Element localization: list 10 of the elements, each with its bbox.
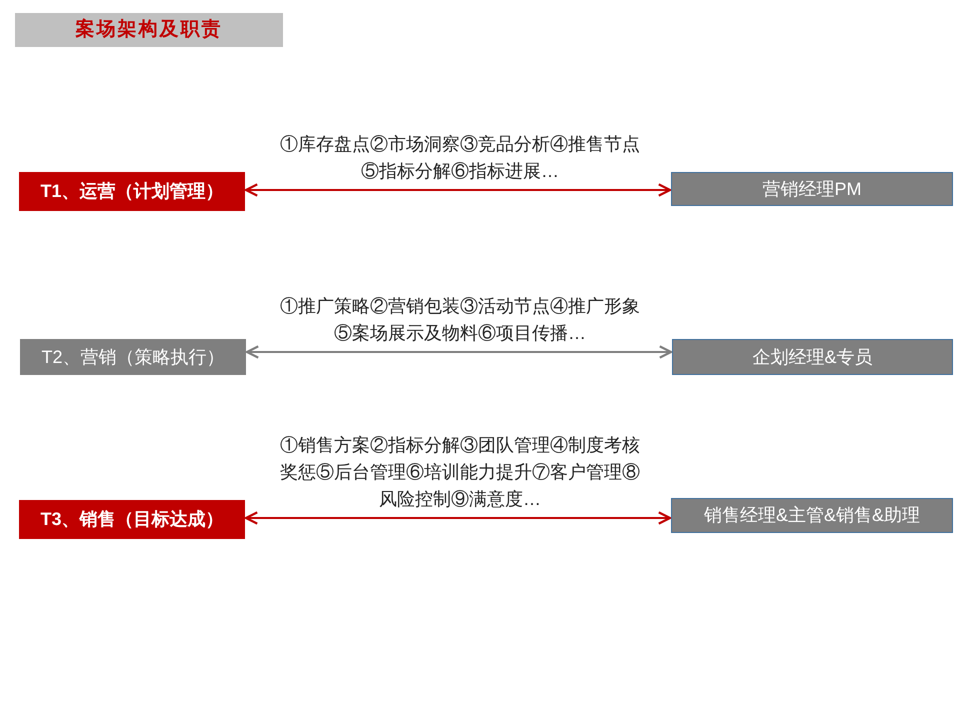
role-box: 企划经理&专员 <box>672 339 953 375</box>
role-box: 销售经理&主管&销售&助理 <box>671 498 953 533</box>
role-box: T3、销售（目标达成） <box>19 500 245 539</box>
double-arrow <box>244 183 672 197</box>
double-arrow <box>246 345 672 359</box>
double-arrow <box>244 511 672 525</box>
role-box: T1、运营（计划管理） <box>19 172 245 211</box>
title-banner: 案场架构及职责 <box>15 13 283 47</box>
role-box: 营销经理PM <box>671 172 953 206</box>
role-box: T2、营销（策略执行） <box>20 339 246 375</box>
